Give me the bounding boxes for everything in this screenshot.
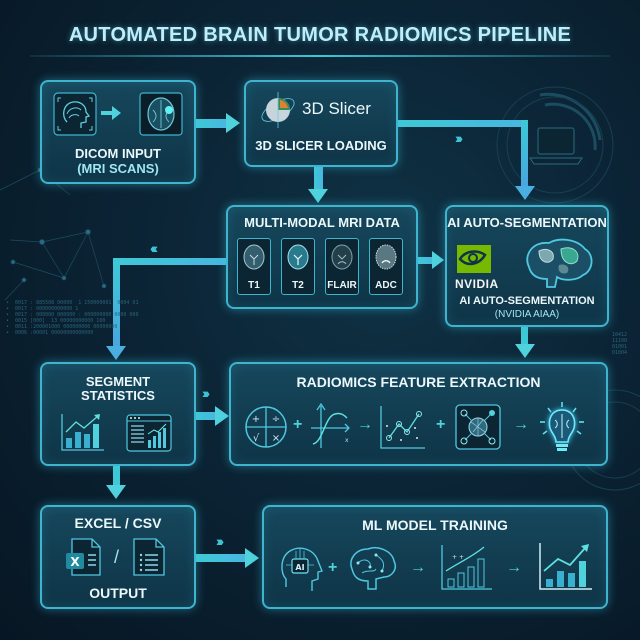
slicer-label: 3D SLICER LOADING [255, 138, 387, 153]
segmented-brain-icon [526, 238, 593, 288]
svg-text:X: X [70, 555, 80, 569]
mri-slice-icon [243, 244, 265, 270]
axial-mri-tumor-icon [139, 92, 183, 136]
modality-adc: ADC [369, 238, 403, 295]
plus-operator: + [293, 416, 303, 433]
radiomics-label: RADIOMICS FEATURE EXTRACTION [296, 374, 541, 390]
slicer-logo-text: 3D Slicer [302, 99, 371, 118]
chevrons-right-decoration-3: ››› [216, 533, 224, 549]
modality-label: ADC [375, 280, 397, 291]
csv-file-icon [133, 538, 165, 576]
laptop-icon [529, 127, 583, 165]
function-curve-icon: x [311, 402, 350, 448]
dicom-label-line1: DICOM INPUT [75, 146, 161, 161]
arrow-operator: → [357, 416, 373, 433]
training-chart-icon: + + [441, 545, 492, 590]
plus-operator-2: + [436, 416, 446, 433]
node-ml-training: ML MODEL TRAINING AI + → + + → [262, 505, 608, 609]
mri-slice-icon [331, 244, 353, 270]
modality-label: T2 [292, 280, 304, 291]
svg-text:+ +: + + [452, 554, 464, 561]
mri-slice-icon [287, 244, 309, 270]
segstats-label-line2: STATISTICS [81, 388, 155, 403]
node-segment-statistics: SEGMENT STATISTICS [40, 362, 196, 466]
modality-label: FLAIR [327, 280, 357, 291]
modality-flair: FLAIR [325, 238, 359, 295]
brain-profile-scan-icon [53, 92, 97, 136]
svg-text:√: √ [253, 433, 260, 444]
neural-brain-icon [350, 547, 396, 590]
output-label: OUTPUT [89, 585, 147, 601]
chevrons-right-decoration-2: ››› [202, 385, 210, 401]
nvidia-logo-icon [457, 245, 491, 273]
texture-network-icon [455, 404, 501, 450]
node-excel-csv-output: EXCEL / CSV X / OUTPUT [40, 505, 196, 609]
ai-badge: AI [295, 563, 304, 572]
title-divider [30, 55, 610, 57]
nvidia-wordmark: NVIDIA [455, 277, 499, 291]
arrow-operator-ml-2: → [506, 559, 522, 576]
dicom-label-line2: (MRI SCANS) [77, 161, 159, 176]
code-decoration: • 0017 : 885508 00000 1 150000001 0004 0… [6, 300, 139, 336]
arrow-operator-2: → [513, 416, 529, 433]
svg-text:×: × [272, 433, 280, 444]
arrow-operator-ml: → [410, 559, 426, 576]
segmentation-label-line2: (NVIDIA AIAA) [494, 309, 560, 320]
excel-label: EXCEL / CSV [74, 515, 162, 531]
ml-label: ML MODEL TRAINING [362, 517, 508, 533]
svg-text:x: x [345, 437, 349, 444]
page-title: AUTOMATED BRAIN TUMOR RADIOMICS PIPELINE [68, 24, 572, 46]
math-operations-icon: + ÷ √ × [245, 406, 287, 448]
bar-chart-icon [61, 414, 104, 451]
node-multimodal-mri: MULTI-MODAL MRI DATA T1 T2 FLAIR ADC [226, 205, 418, 309]
lightbulb-brain-icon [540, 402, 584, 451]
chevrons-right-decoration: ››› [455, 130, 463, 146]
svg-text:+: + [252, 414, 260, 425]
scatter-plot-icon [380, 406, 425, 449]
segstats-label-line1: SEGMENT [85, 374, 151, 389]
excel-file-icon: X [66, 538, 101, 576]
modality-t1: T1 [237, 238, 271, 295]
modality-label: T1 [248, 280, 260, 291]
segmentation-label-line1: AI AUTO-SEGMENTATION [459, 295, 595, 307]
node-radiomics-extraction: RADIOMICS FEATURE EXTRACTION + ÷ √ × + x… [229, 362, 608, 466]
segmentation-title: AI AUTO-SEGMENTATION [447, 215, 607, 230]
node-3d-slicer: 3D Slicer 3D SLICER LOADING [244, 80, 398, 167]
dashboard-chart-icon [126, 414, 172, 452]
chevrons-left-decoration: ‹‹‹ [150, 240, 158, 256]
binary-decoration: 10412 11100 01001 01004 [612, 332, 628, 356]
modality-t2: T2 [281, 238, 315, 295]
arrow-right-icon [101, 106, 121, 120]
results-chart-icon [539, 543, 592, 590]
svg-text:÷: ÷ [272, 414, 280, 425]
3d-slicer-logo-icon [261, 92, 295, 128]
plus-operator-ml: + [328, 559, 338, 576]
node-dicom-input: DICOM INPUT (MRI SCANS) [40, 80, 196, 184]
mri-slice-icon [375, 244, 397, 270]
multimodal-label: MULTI-MODAL MRI DATA [244, 215, 400, 230]
file-separator: / [114, 547, 120, 567]
ai-head-icon: AI [281, 547, 323, 591]
node-ai-segmentation: AI AUTO-SEGMENTATION NVIDIA AI AUTO-SEGM… [445, 205, 609, 327]
